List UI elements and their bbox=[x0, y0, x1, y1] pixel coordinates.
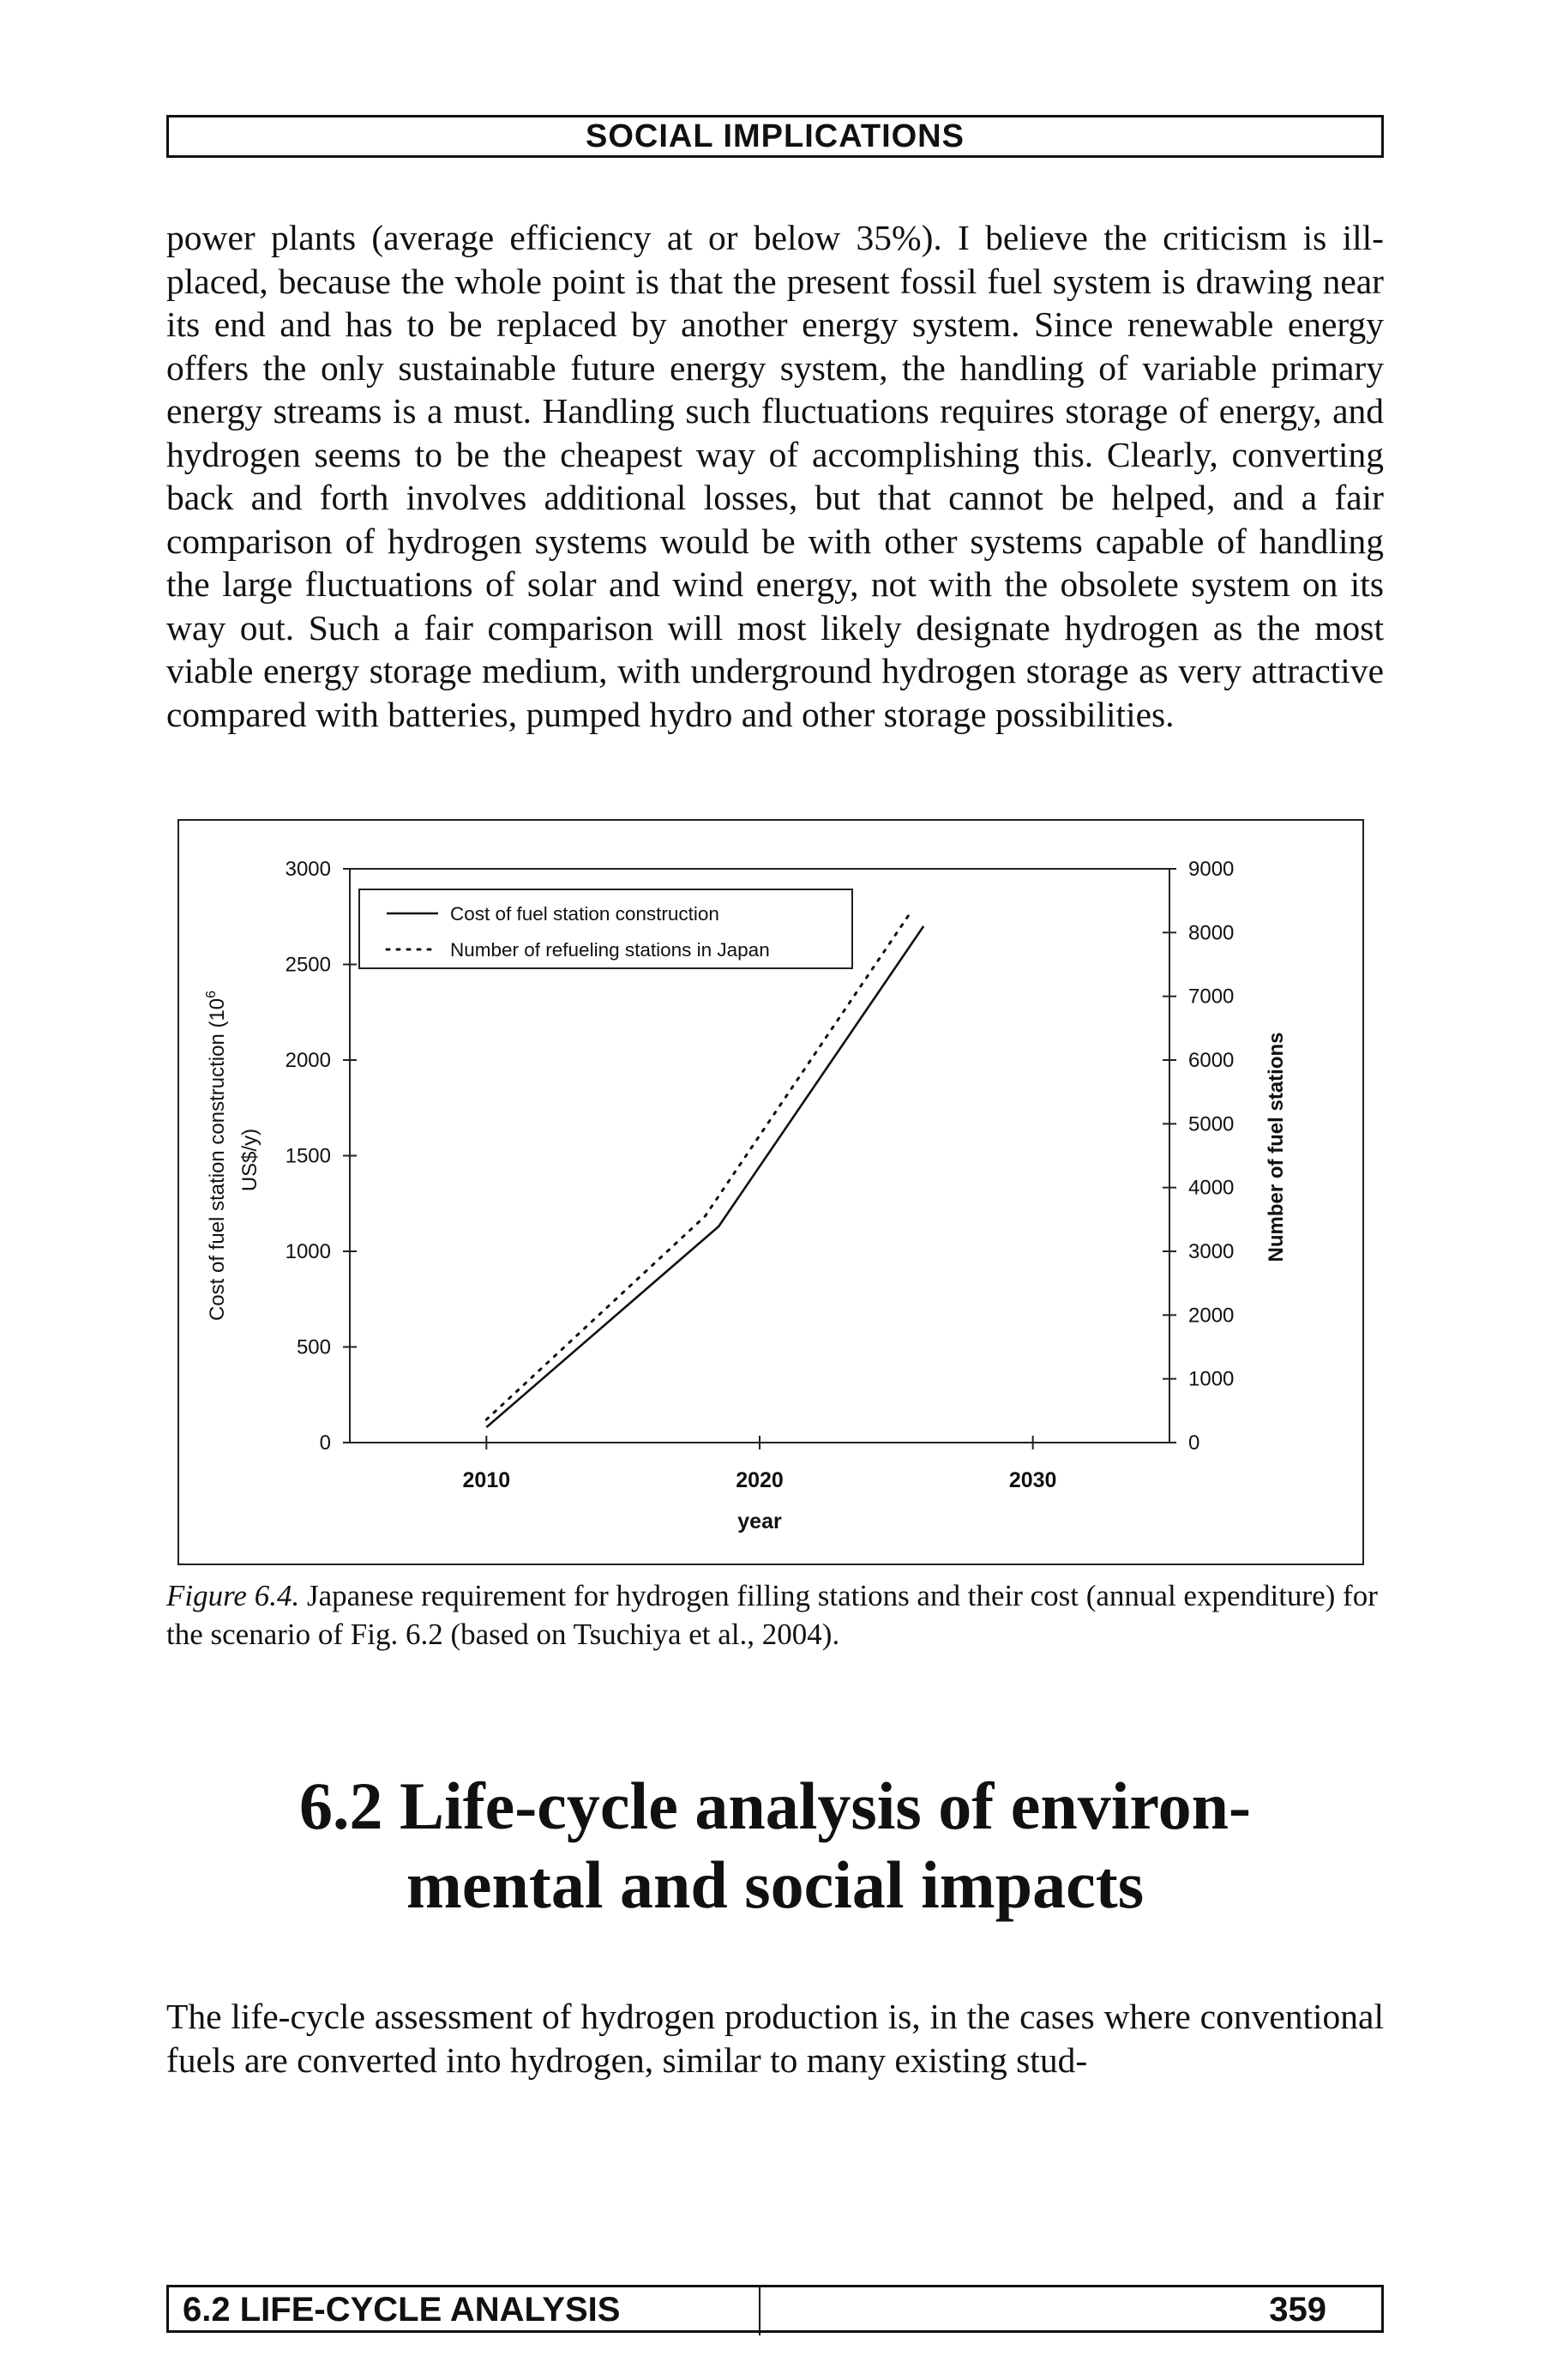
series-line-construction-cost bbox=[485, 925, 925, 1429]
section-heading-line-1: 6.2 Life-cycle analysis of environ- bbox=[299, 1768, 1251, 1843]
series-line-refueling-stations bbox=[484, 912, 911, 1421]
body-paragraph-1: power plants (average efficiency at or b… bbox=[166, 218, 1384, 734]
left-y-tick-label: 3000 bbox=[286, 858, 331, 881]
x-tick-label: 2010 bbox=[463, 1468, 511, 1492]
figure-caption-text: Japanese requirement for hydrogen fillin… bbox=[166, 1579, 1378, 1651]
footer-section-title: 6.2 LIFE-CYCLE ANALYSIS bbox=[183, 2291, 621, 2329]
left-y-tick-label: 0 bbox=[320, 1431, 331, 1455]
left-y-tick-label: 1500 bbox=[286, 1145, 331, 1168]
section-heading-line-2: mental and social impacts bbox=[406, 1847, 1145, 1922]
running-foot: 6.2 LIFE-CYCLE ANALYSIS 359 bbox=[166, 2285, 1384, 2335]
chart-legend: Cost of fuel station constructionNumber … bbox=[358, 889, 853, 969]
x-tick-label: 2030 bbox=[1009, 1468, 1057, 1492]
right-y-tick-label: 1000 bbox=[1188, 1368, 1234, 1391]
legend-label: Number of refueling stations in Japan bbox=[450, 939, 770, 961]
left-y-tick-label: 500 bbox=[297, 1336, 331, 1359]
right-y-tick-label: 3000 bbox=[1188, 1240, 1234, 1263]
left-y-tick-label: 2500 bbox=[286, 954, 331, 977]
right-y-tick-label: 4000 bbox=[1188, 1177, 1234, 1200]
legend-box bbox=[358, 889, 853, 969]
running-head-text: SOCIAL IMPLICATIONS bbox=[586, 118, 965, 154]
left-y-axis-title-superscript: 6 bbox=[204, 991, 219, 998]
left-y-tick-label: 1000 bbox=[286, 1240, 331, 1263]
figure-label: Figure 6.4. bbox=[166, 1579, 300, 1612]
right-y-tick-label: 9000 bbox=[1188, 858, 1234, 881]
left-y-tick-label: 2000 bbox=[286, 1049, 331, 1072]
left-y-axis-title-line-2: US$/y) bbox=[238, 1129, 262, 1191]
right-y-tick-label: 5000 bbox=[1188, 1112, 1234, 1136]
chart-series bbox=[484, 912, 925, 1429]
right-y-tick-label: 2000 bbox=[1188, 1304, 1234, 1327]
chart-axes: 0 500 1000 1500 2000 2500 3000 0 1000 2000 3000 400… bbox=[286, 858, 1235, 1492]
right-y-tick-label: 0 bbox=[1188, 1431, 1199, 1455]
body-paragraph-2: The life-cycle assessment of hydrogen pr… bbox=[166, 1997, 1384, 2080]
figure-6-4: 0 500 1000 1500 2000 2500 3000 0 1000 2000 3000 400… bbox=[177, 819, 1364, 1565]
left-y-axis-title-text: Cost of fuel station construction (10 bbox=[206, 998, 229, 1321]
line-chart: 0 500 1000 1500 2000 2500 3000 0 1000 2000 3000 400… bbox=[204, 858, 1288, 1533]
figure-caption: Figure 6.4. Japanese requirement for hyd… bbox=[166, 1576, 1384, 1654]
right-y-tick-label: 7000 bbox=[1188, 985, 1234, 1009]
legend-label: Cost of fuel station construction bbox=[450, 903, 719, 925]
chart-labels: year Cost of fuel station construction (1… bbox=[204, 991, 1288, 1533]
footer-divider bbox=[169, 2287, 760, 2335]
page-number: 359 bbox=[1269, 2291, 1326, 2329]
left-y-axis-title-line-1: Cost of fuel station construction (106 bbox=[204, 991, 229, 1321]
right-y-axis-title: Number of fuel stations bbox=[1265, 1032, 1288, 1262]
right-y-tick-label: 6000 bbox=[1188, 1049, 1234, 1072]
section-heading: 6.2 Life-cycle analysis of environ-menta… bbox=[166, 1767, 1384, 1925]
running-head: SOCIAL IMPLICATIONS bbox=[166, 115, 1384, 158]
x-tick-label: 2020 bbox=[736, 1468, 784, 1492]
right-y-tick-label: 8000 bbox=[1188, 921, 1234, 944]
x-axis-title: year bbox=[737, 1509, 782, 1533]
